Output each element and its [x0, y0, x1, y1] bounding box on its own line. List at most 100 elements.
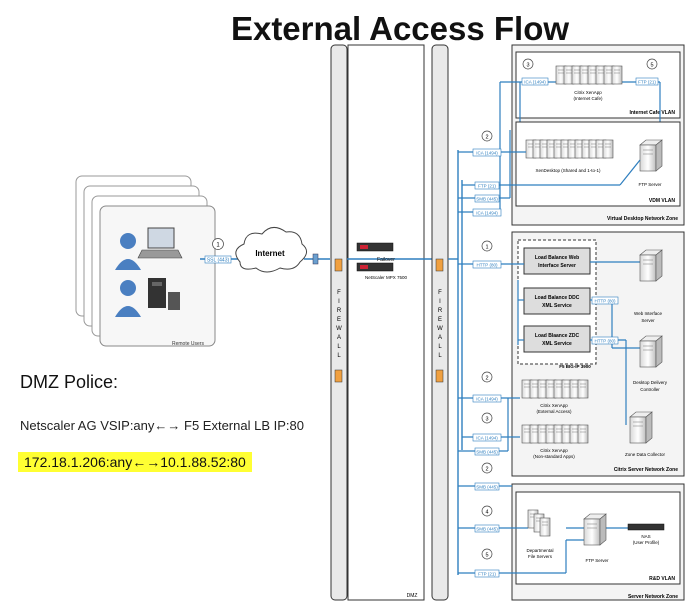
- step-badge: [212, 238, 224, 250]
- http-label: HTTP (80): [477, 263, 498, 268]
- ica-label: ICA (1494): [476, 151, 498, 156]
- zdc-label: Zone Data Collector: [625, 452, 666, 457]
- f5-label: F5 BIG-IP 3900: [559, 364, 591, 369]
- step-badge: [481, 240, 493, 252]
- xenapp-sublabel: (Internet Cafe): [573, 96, 603, 101]
- internet-label: Internet: [255, 249, 285, 258]
- dmz-rule-highlight: 172.18.1.206:any←→10.1.88.52:80: [18, 452, 252, 472]
- svg-text:Load Blaance ZDC: Load Blaance ZDC: [535, 333, 580, 339]
- dmz-rule: Netscaler AG VSIP:any←→ F5 External LB I…: [20, 418, 304, 433]
- ftp-server-label: FTP Server: [586, 558, 609, 563]
- file-servers-sublabel: File Servers: [528, 554, 553, 559]
- step-number: 3: [526, 63, 529, 69]
- ddc-server-icon: [639, 335, 663, 368]
- xenapp-label: Citrix XenApp: [540, 448, 568, 453]
- svg-text:Load Balance DDC: Load Balance DDC: [535, 295, 580, 301]
- svg-text:W: W: [336, 326, 342, 332]
- xendesktop-label: XenDesktop (Shared and 1-to-1): [535, 168, 601, 173]
- xendesktop-server-farm: [525, 139, 614, 159]
- xenapp-nonstandard-farm: [521, 424, 589, 444]
- svg-text:E: E: [438, 317, 442, 323]
- step-badge: [481, 130, 493, 142]
- smb-label: SMB (445): [476, 527, 498, 532]
- desktop-pc-icon: [148, 278, 180, 310]
- nas-sublabel: (User Profile): [633, 540, 660, 545]
- svg-text:L: L: [337, 344, 341, 350]
- step-number: 3: [485, 417, 488, 423]
- lb-zdc-box: Load Blaance ZDC XML Service: [523, 325, 591, 353]
- step-number: 5: [650, 63, 653, 69]
- web-interface-sublabel: Server: [641, 318, 655, 323]
- svg-text:A: A: [438, 335, 442, 341]
- firewall-port-icon: [435, 369, 444, 383]
- xenapp-sublabel: (Non-standard Apps): [533, 454, 575, 459]
- failover-label: Failover: [377, 257, 395, 263]
- netscaler-model-label: NetScaler MPX 7500: [365, 275, 408, 280]
- firewall-port-icon: [435, 258, 444, 272]
- step-badge: [481, 505, 493, 517]
- svg-text:I: I: [439, 299, 441, 305]
- step-badge: [522, 58, 534, 70]
- step-number: 2: [485, 135, 488, 141]
- svg-text:I: I: [338, 299, 340, 305]
- netscaler-appliance: Failover NetScaler MPX 7500: [347, 242, 432, 280]
- ftp-server-icon: [639, 139, 663, 172]
- svg-text:W: W: [437, 326, 443, 332]
- ica-label: ICA (1494): [476, 397, 498, 402]
- page-title: External Access Flow: [230, 10, 570, 47]
- smb-label: SMB (445): [476, 197, 498, 202]
- web-interface-label: Web Interface: [634, 311, 662, 316]
- firewall-port-icon: [334, 369, 343, 383]
- step-badge: [481, 371, 493, 383]
- dmz-label: DMZ: [407, 593, 418, 599]
- lock-icon: [312, 253, 319, 265]
- step-number: 5: [485, 553, 488, 559]
- smb-label: SMB (445): [476, 485, 498, 490]
- internet-cloud-icon: Internet: [235, 227, 307, 273]
- svg-text:XML Service: XML Service: [542, 303, 572, 309]
- ftp-label: FTP (21): [478, 184, 496, 189]
- step-badge: [481, 548, 493, 560]
- ica-label: ICA (1494): [476, 436, 498, 441]
- zdc-server-icon: [629, 411, 653, 444]
- laptop-icon: [137, 227, 183, 259]
- citrix-server-zone-title: Citrix Server Network Zone: [614, 467, 678, 473]
- smb-label: SMB (445): [476, 450, 498, 455]
- svg-text:A: A: [337, 335, 341, 341]
- svg-text:L: L: [337, 353, 341, 359]
- dmz-zone: [347, 44, 425, 601]
- xenapp-label: Citrix XenApp: [574, 90, 602, 95]
- step-badge: [481, 462, 493, 474]
- firewall-port-icon: [334, 258, 343, 272]
- svg-text:E: E: [337, 317, 341, 323]
- svg-text:L: L: [438, 353, 442, 359]
- lb-web-interface-box: Load Balance Web Interface Server: [523, 247, 591, 275]
- nas-label: NAS: [641, 534, 650, 539]
- nas-icon: [627, 523, 665, 531]
- xenapp-external-farm: [521, 379, 589, 399]
- remote-users-label: Remote Users: [172, 341, 204, 347]
- xenapp-sublabel: (External Access): [536, 409, 572, 414]
- internet-cafe-vlan-title: Internet Cafe VLAN: [629, 110, 675, 116]
- user-icon: [115, 233, 141, 270]
- lb-ddc-box: Load Balance DDC XML Service: [523, 287, 591, 315]
- ssl-label: SSL (443): [207, 258, 230, 264]
- ftp-server-label: FTP Server: [639, 182, 662, 187]
- step-number: 2: [485, 467, 488, 473]
- step-number: 1: [216, 243, 220, 249]
- svg-text:R: R: [438, 308, 443, 314]
- flow-trunk: [448, 150, 463, 575]
- vdm-vlan-title: VDM VLAN: [649, 198, 676, 204]
- virtual-desktop-zone-title: Virtual Desktop Network Zone: [607, 216, 678, 222]
- remote-users-group: Remote Users: [75, 175, 216, 347]
- ica-label: ICA (1494): [524, 80, 546, 85]
- ddc-sublabel: Controller: [640, 387, 660, 392]
- ica-label: ICA (1494): [476, 211, 498, 216]
- rd-vlan-title: R&D VLAN: [649, 576, 675, 582]
- step-badge: [481, 412, 493, 424]
- svg-text:Interface Server: Interface Server: [538, 263, 576, 269]
- svg-text:R: R: [337, 308, 342, 314]
- ftp-server-icon: [583, 513, 607, 546]
- dmz-heading: DMZ Police:: [20, 372, 119, 392]
